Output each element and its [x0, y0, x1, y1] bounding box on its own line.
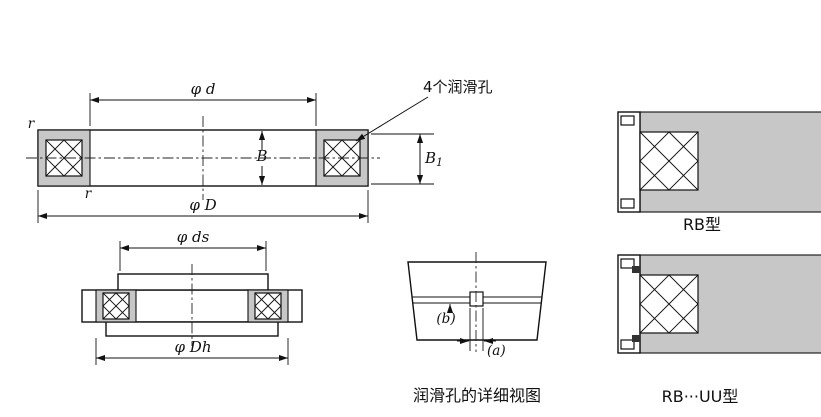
roller-diamond: [639, 274, 699, 334]
fillet-label-bottom: r: [85, 186, 93, 202]
leader-line-lube-holes: [355, 96, 429, 142]
lube-detail-caption: 润滑孔的详细视图: [413, 386, 541, 405]
bore-dim-label: φ d: [191, 80, 216, 98]
hole-depth-label: (b): [436, 311, 455, 327]
crossed-roller-symbol-left: [102, 292, 130, 320]
seal-mark-bottom: [632, 335, 640, 342]
mounting-section-view: φ ds φ Dh: [81, 228, 303, 365]
fillet-label-top: r: [28, 116, 36, 132]
roller-cross-line: [254, 292, 282, 320]
ring-notch-top: [620, 258, 635, 269]
roller-diamond: [254, 292, 282, 320]
main-section-view: φ d φ D B B1 r r 4个润滑孔: [26, 78, 493, 223]
roller-cross-line: [639, 274, 699, 334]
rb-type-caption: RB型: [683, 215, 721, 234]
hole-width-label: (a): [487, 343, 506, 359]
roller-diamond: [45, 139, 83, 177]
roller-diamond: [323, 139, 361, 177]
crossed-roller-symbol-right: [254, 292, 282, 320]
shaft-shoulder-plate: [117, 273, 269, 291]
seal-mark-top: [632, 266, 640, 273]
ring-notch-bottom: [620, 339, 635, 350]
rb-uu-type-detail-view: RB···UU型: [617, 254, 821, 406]
crossed-roller-symbol: [639, 274, 699, 334]
roller-diamond: [102, 292, 130, 320]
width-dim-label: B: [255, 147, 267, 165]
rb-uu-type-caption: RB···UU型: [662, 387, 739, 406]
roller-cross-line: [45, 139, 83, 177]
outer-width-dim-label: B1: [424, 149, 443, 169]
inner-ring-strip: [617, 111, 641, 213]
lube-hole: [469, 291, 484, 307]
outer-dim-label: φ D: [189, 196, 216, 214]
roller-diamond: [639, 131, 699, 191]
ring-notch-top: [620, 115, 635, 126]
roller-cross-line: [102, 292, 130, 320]
housing-shoulder-dim-label: φ Dh: [175, 338, 212, 356]
rb-type-detail-view: RB型: [617, 111, 821, 234]
ring-notch-bottom: [620, 198, 635, 209]
shaft-shoulder-dim-label: φ ds: [177, 228, 210, 246]
roller-cross-line: [639, 131, 699, 191]
lube-hole-detail-view: (b) (a) 润滑孔的详细视图: [407, 252, 547, 405]
crossed-roller-symbol: [639, 131, 699, 191]
lube-holes-note: 4个润滑孔: [423, 78, 493, 96]
